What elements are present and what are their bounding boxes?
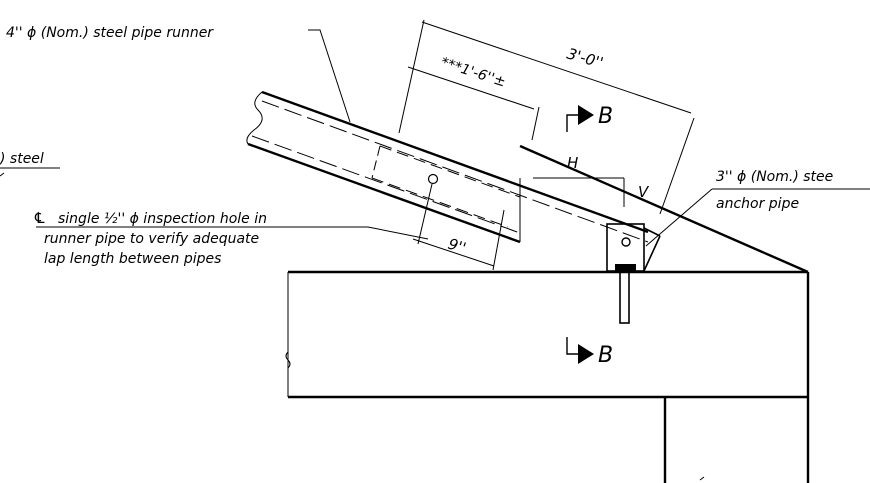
slope-v-label: V [638, 183, 650, 201]
dimension-overall-label: 3'-0'' [565, 45, 605, 72]
inspection-note-line1: single ½'' ϕ inspection hole in [58, 211, 267, 227]
section-mark-top: B [566, 104, 613, 132]
runner-pipe [246, 90, 649, 244]
section-mark-top-label: B [598, 104, 613, 129]
section-mark-bottom: B [566, 337, 613, 368]
runner-pipe-label: 4'' ϕ (Nom.) steel pipe runner [6, 25, 214, 41]
sloped-top-line [519, 144, 809, 274]
slope-h-label: H [567, 154, 578, 172]
dimension-overlap-label: ***1'-6''± [439, 55, 508, 91]
section-mark-bottom-label: B [598, 343, 613, 368]
inspection-note-line2: runner pipe to verify adequate [44, 231, 259, 247]
anchor-pipe-line2: anchor pipe [716, 196, 799, 212]
dimension-overall: 3'-0'' [398, 19, 695, 215]
inspection-hole [427, 173, 439, 185]
centerline-symbol: ℄ [33, 209, 46, 227]
dimension-hole-label: 9'' [446, 235, 468, 258]
anchor-pipe-line1: 3'' ϕ (Nom.) stee [716, 169, 833, 185]
callout-partial-left: ) steel [0, 151, 60, 177]
callout-inspection-hole: ℄ single ½'' ϕ inspection hole in runner… [33, 209, 429, 267]
slope-indicator: H V [533, 154, 650, 207]
dimension-hole: 9'' [412, 183, 505, 271]
dimension-overlap: ***1'-6''± [407, 55, 540, 141]
callout-anchor-pipe: 3'' ϕ (Nom.) stee anchor pipe [645, 169, 870, 247]
callout-runner-pipe: 4'' ϕ (Nom.) steel pipe runner [6, 25, 351, 123]
inspection-note-line3: lap length between pipes [44, 251, 221, 267]
anchor-bracket [606, 223, 661, 324]
partial-left-label: ) steel [0, 151, 44, 167]
wall-block [285, 270, 810, 483]
